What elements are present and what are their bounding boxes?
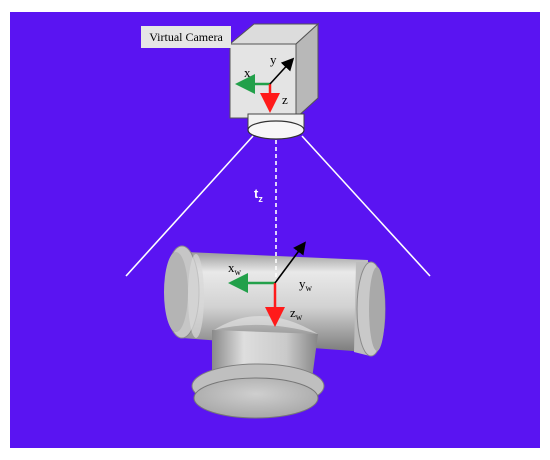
world-z-sub: w xyxy=(296,312,303,322)
camera-axis-x-label: x xyxy=(244,65,251,80)
translation-label: tz xyxy=(254,186,263,204)
virtual-camera-label: Virtual Camera xyxy=(141,26,231,48)
fov-line-left xyxy=(125,135,254,277)
world-y-label: yw xyxy=(299,276,313,293)
world-z-label: zw xyxy=(290,305,303,322)
world-y-base: y xyxy=(299,276,306,291)
camera-y-axis xyxy=(269,57,295,85)
translation-base: t xyxy=(254,186,259,201)
camera-axis-z-label: z xyxy=(282,92,288,107)
translation-subscript: z xyxy=(258,194,263,204)
camera-axis-y-label: y xyxy=(270,52,277,67)
world-y-axis xyxy=(274,241,306,284)
world-x-sub: w xyxy=(235,267,242,277)
fov-line-right xyxy=(301,135,431,277)
virtual-camera: x y z xyxy=(228,22,320,140)
world-y-sub: w xyxy=(306,283,313,293)
world-x-label: xw xyxy=(228,260,242,277)
world-frame: xw yw zw xyxy=(228,241,313,327)
pipe-tee-fitting xyxy=(164,245,386,419)
world-x-base: x xyxy=(228,260,235,275)
world-z-base: z xyxy=(290,305,296,320)
